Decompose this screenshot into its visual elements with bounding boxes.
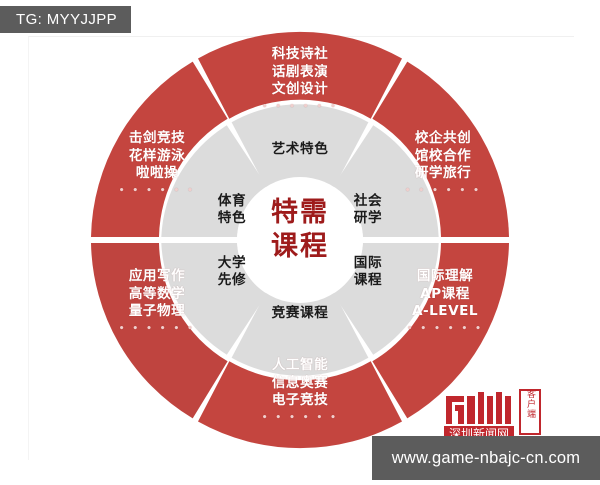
outer-label-top-line3: 文创设计 (271, 81, 329, 97)
outer-label-bottom-ellipsis: • • • • • • (261, 412, 339, 423)
outer-label-bottom-line1: 人工智能 (271, 357, 329, 373)
outer-label-top: 科技诗社 话剧表演 文创设计 • • • • • • (236, 46, 364, 112)
outer-label-upper-left-line1: 击剑竞技 (128, 130, 186, 146)
outer-label-top-line1: 科技诗社 (271, 46, 329, 62)
logo-arch-icon (446, 392, 511, 424)
inner-label-top: 艺术特色 (246, 141, 354, 158)
logo-seal-char1: 客户端 (525, 388, 536, 419)
outer-ring (91, 31, 509, 449)
outer-label-upper-left: 击剑竞技 花样游泳 啦啦操 • • • • • • (98, 130, 216, 196)
inner-sector-lower-left[interactable] (161, 243, 267, 355)
url-watermark-text: www.game-nbajc-cn.com (391, 448, 581, 467)
outer-label-bottom-line2: 信息奥赛 (271, 374, 329, 391)
wheel-center-label: 特需 课程 (240, 196, 360, 264)
inner-label-top-line1: 艺术特色 (271, 141, 329, 157)
inner-ring (161, 104, 439, 376)
outer-label-upper-right: 校企共创 馆校合作 研学旅行 • • • • • • (384, 130, 502, 196)
logo-seal-icon: 客户端 (519, 388, 541, 435)
outer-label-upper-right-line1: 校企共创 (414, 130, 472, 146)
inner-sector-top[interactable] (231, 104, 369, 195)
outer-sector-upper-left[interactable] (91, 61, 228, 237)
inner-label-upper-left-line1: 体育 (217, 193, 247, 209)
outer-label-lower-right-ellipsis: • • • • • • (406, 323, 484, 334)
outer-label-lower-left-ellipsis: • • • • • • (118, 323, 196, 334)
outer-sector-upper-right[interactable] (372, 61, 509, 237)
inner-label-lower-right: 国际 课程 (330, 255, 406, 289)
inner-label-upper-right-line2: 研学 (353, 210, 383, 226)
outer-label-upper-left-line3: 啦啦操 (135, 165, 179, 181)
wheel-core[interactable] (237, 177, 363, 303)
outer-label-upper-left-line2: 花样游泳 (128, 147, 186, 164)
inner-label-lower-left: 大学 先修 (194, 255, 270, 289)
outer-sector-lower-right[interactable] (372, 243, 509, 419)
wheel-center-label-line2: 课程 (271, 231, 329, 262)
outer-label-upper-right-line2: 馆校合作 (414, 147, 472, 164)
outer-label-bottom-line3: 电子竞技 (271, 392, 329, 408)
outer-label-lower-right-line3: A-LEVEL (411, 303, 479, 319)
inner-label-upper-left: 体育 特色 (194, 193, 270, 227)
outer-label-lower-right-line2: AP课程 (420, 285, 470, 302)
inner-label-lower-right-line2: 课程 (353, 272, 383, 288)
outer-label-bottom: 人工智能 信息奥赛 电子竞技 • • • • • • (236, 357, 364, 423)
outer-sector-lower-left[interactable] (91, 243, 228, 419)
inner-label-upper-right: 社会 研学 (330, 193, 406, 227)
outer-label-lower-left-line3: 量子物理 (128, 303, 186, 319)
wheel-center-label-line1: 特需 (271, 197, 329, 228)
url-watermark-bar: www.game-nbajc-cn.com (372, 436, 600, 480)
inner-label-bottom-line1: 竞赛课程 (271, 305, 329, 321)
outer-sector-top[interactable] (198, 31, 402, 119)
outer-label-upper-right-line3: 研学旅行 (414, 165, 472, 181)
inner-sector-upper-left[interactable] (161, 125, 267, 237)
outer-sector-bottom[interactable] (198, 361, 402, 449)
inner-sector-bottom[interactable] (231, 285, 369, 376)
inner-sector-lower-right[interactable] (333, 243, 439, 355)
tg-watermark-text: TG: MYYJJPP (16, 11, 118, 28)
inner-label-lower-left-line2: 先修 (217, 272, 247, 288)
outer-label-lower-left: 应用写作 高等数学 量子物理 • • • • • • (98, 268, 216, 334)
inner-label-upper-left-line2: 特色 (217, 210, 247, 226)
inner-label-lower-right-line1: 国际 (353, 255, 383, 271)
outer-label-top-ellipsis: • • • • • • (261, 101, 339, 112)
outer-label-lower-right-line1: 国际理解 (416, 268, 474, 284)
outer-label-top-line2: 话剧表演 (271, 63, 329, 80)
outer-label-lower-left-line1: 应用写作 (128, 268, 186, 284)
inner-label-bottom: 竞赛课程 (246, 305, 354, 322)
tg-watermark-tag: TG: MYYJJPP (0, 6, 132, 33)
outer-label-lower-left-line2: 高等数学 (128, 285, 186, 302)
inner-sector-upper-right[interactable] (333, 125, 439, 237)
inner-label-lower-left-line1: 大学 (217, 255, 247, 271)
outer-label-lower-right: 国际理解 AP课程 A-LEVEL • • • • • • (386, 268, 504, 334)
inner-label-upper-right-line1: 社会 (353, 193, 383, 209)
outer-label-upper-right-ellipsis: • • • • • • (404, 185, 482, 196)
outer-label-upper-left-ellipsis: • • • • • • (118, 185, 196, 196)
